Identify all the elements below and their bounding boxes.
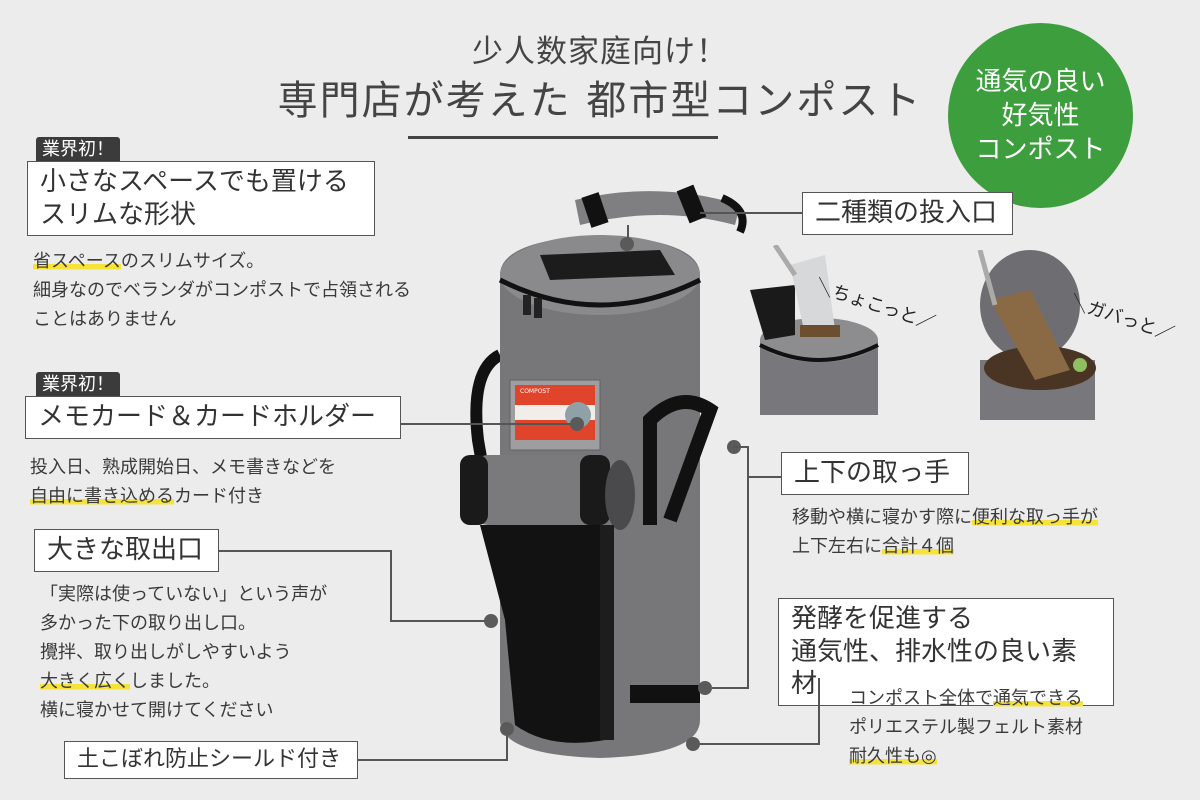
connector-line [358,759,508,761]
outlet-title: 大きな取出口 [47,535,204,565]
connector-dot [698,681,712,695]
connector-line [734,446,748,448]
small-inlet-photo [750,243,880,415]
shield-title: 土こぼれ防止シールド付き [77,747,342,772]
connector-line [747,446,749,688]
slim-shape-label: 小さなスペースでも置ける スリムな形状 [27,161,375,236]
slim-shape-title-line-2: スリムな形状 [40,199,197,230]
connector-line [401,423,576,425]
desc-text: 移動や横に寝かす際に [792,507,972,528]
memo-card-description: 投入日、熟成開始日、メモ書きなどを 自由に書き込めるカード付き [30,453,336,511]
large-inlet-photo [960,249,1110,420]
outlet-description: 「実際は使っていない」という声が 多かった下の取り出し口。 攪拌、取り出しがしや… [40,580,327,725]
desc-line: ポリエステル製フェルト素材 [849,717,1083,738]
material-description: コンポスト全体で通気できる ポリエステル製フェルト素材 耐久性も◎ [849,684,1083,771]
badge-line-2: 好気性 [1001,100,1080,131]
compost-bag-icon [460,184,747,758]
desc-line: 「実際は使っていない」という声が [40,584,328,605]
connector-line [747,476,781,478]
badge-line-3: コンポスト [975,134,1106,165]
desc-text: 上下左右に [792,536,882,557]
material-title-line-1: 発酵を促進する [791,604,974,634]
desc-text: カード付き [174,486,264,507]
slim-shape-title-line-1: 小さなスペースでも置ける [40,167,349,197]
header-subtitle: 少人数家庭向け！ [472,34,728,70]
desc-line: 攪拌、取り出しがしやすいよう [40,642,292,663]
small-inlet-photo-icon [750,243,879,415]
inlets-label-box: 二種類の投入口 [802,192,1013,235]
connector-dot [484,614,498,628]
industry-first-tag: 業界初！ [36,137,120,163]
highlight-text: 耐久性も◎ [849,746,937,767]
large-inlet-photo-icon [977,249,1096,420]
handles-description: 移動や横に寝かす際に便利な取っ手が 上下左右に合計４個 [792,503,1098,561]
highlight-text: 大きく広く [40,671,130,692]
shield-label-box: 土こぼれ防止シールド付き [64,741,358,779]
badge-line-1: 通気の良い [975,66,1106,97]
handles-label-box: 上下の取っ手 [781,452,969,495]
desc-text: のスリムサイズ。 [120,251,265,272]
inlets-title: 二種類の投入口 [815,198,998,228]
highlight-text: 便利な取っ手が [972,507,1098,528]
memo-card-label: COMPOST [520,388,550,395]
connector-line [700,743,820,745]
material-label-box: 発酵を促進する 通気性、排水性の良い素材 [778,598,1114,706]
connector-line [506,728,508,761]
title-divider [408,136,718,139]
desc-line: 多かった下の取り出し口。 [40,613,256,634]
connector-line [627,225,629,245]
connector-line [712,687,749,689]
highlight-text: 省スペース [33,251,121,272]
connector-dot [620,237,634,251]
highlight-text: 通気できる [993,688,1083,709]
compost-bag-illustration [460,180,750,780]
connector-dot [686,737,700,751]
connector-line [818,678,820,744]
connector-line [390,620,490,622]
memo-card-label-box: メモカード＆カードホルダー [25,396,401,439]
desc-line: ことはありません [33,309,177,330]
connector-dot [570,417,584,431]
desc-line: 細身なのでベランダがコンポストで占領される [33,280,411,301]
desc-text: コンポスト全体で [849,688,993,709]
connector-line [700,212,802,214]
industry-first-tag: 業界初！ [36,372,120,398]
highlight-text: 合計４個 [882,536,954,557]
outlet-label-box: 大きな取出口 [34,529,219,572]
memo-card-title: メモカード＆カードホルダー [38,402,377,432]
material-title-line-2: 通気性、排水性の良い素材 [791,636,1078,700]
aerobic-compost-badge: 通気の良い 好気性 コンポスト [948,23,1133,208]
connector-line [219,550,391,552]
connector-dot [500,722,514,736]
desc-line: 横に寝かせて開けてください [40,700,274,721]
desc-line: 投入日、熟成開始日、メモ書きなどを [30,457,336,478]
page-title: 専門店が考えた 都市型コンポスト [277,78,923,124]
desc-text: しました。 [130,671,220,692]
highlight-text: 自由に書き込める [30,486,174,507]
connector-line [390,550,392,622]
handles-title: 上下の取っ手 [794,458,951,488]
slim-shape-description: 省スペースのスリムサイズ。 細身なのでベランダがコンポストで占領される ことはあ… [33,247,411,334]
